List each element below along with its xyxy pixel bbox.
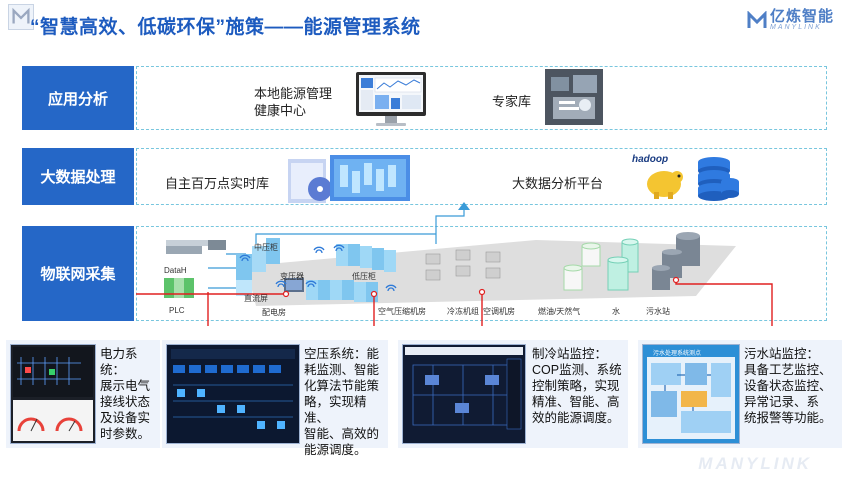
chiller-station-card: 制冷站监控： COP监测、系统 控制策略，实现 精准、智能、高 效的能源调度。 [398, 340, 628, 448]
layer-label-bigdata: 大数据处理 [22, 148, 134, 205]
distribution-room-label: 配电房 [262, 308, 286, 317]
local-energy-health-center-label: 本地能源管理 健康中心 [254, 86, 333, 118]
realtime-db-label: 自主百万点实时库 [165, 176, 270, 191]
water-label: 水 [612, 307, 620, 316]
data-server-label: DataH [164, 266, 187, 275]
hadoop-database-icon: hadoop [632, 154, 739, 201]
layer-label-iot: 物联网采集 [22, 226, 134, 321]
iot-plant-diagram [136, 202, 773, 326]
air-compressor-room-label: 空气压缩机房 [378, 307, 426, 316]
page-title: “智慧高效、低碳环保”施策——能源管理系统 [30, 17, 421, 38]
expert-library-image-icon [545, 69, 603, 125]
wireless-signal-icons [239, 244, 397, 292]
chiller-station-description: 制冷站监控： COP监测、系统 控制策略，实现 精准、智能、高 效的能源调度。 [532, 347, 622, 425]
low-voltage-cabinet [306, 244, 396, 302]
medium-voltage-cabinet [236, 238, 280, 296]
brand-name-en: MANYLINK [769, 24, 822, 31]
air-compressor-description: 空压系统：能 耗监测、智能 化算法节能策 略，实现精准、 智能、高效的 能源调度… [304, 347, 380, 457]
bigdata-platform-label: 大数据分析平台 [512, 176, 604, 191]
monitor-dashboard-icon [356, 72, 426, 126]
sewage-screenshot-title: 污水处理系统测点 [653, 351, 702, 357]
air-compressor-screenshot [166, 344, 300, 444]
power-system-card: 电力系统： 展示电气 接线状态 及设备实 时参数。 [6, 340, 160, 448]
medium-voltage-label: 中压柜 [254, 243, 278, 252]
data-server-icon [166, 244, 202, 254]
low-voltage-label: 低压柜 [352, 272, 376, 281]
watermark: MANYLINK [698, 454, 812, 473]
ac-room-label: 空调机房 [483, 307, 515, 316]
layer-label-application: 应用分析 [22, 66, 134, 130]
storage-tanks [563, 232, 700, 291]
air-compressor-card: 空压系统：能 耗监测、智能 化算法节能策 略，实现精准、 智能、高效的 能源调度… [162, 340, 388, 457]
transformer-label: 变压器 [280, 272, 304, 281]
sewage-station-card: 污水处理系统测点 污水站监控： 具备工艺监控、 设备状态监控、 异常记录、系 统… [638, 340, 842, 448]
layer-box-bigdata [136, 148, 827, 205]
chiller-unit-label: 冷冻机组 [447, 307, 479, 316]
plc-icon [164, 278, 174, 298]
sewage-station-label: 污水站 [646, 307, 670, 316]
uplink-arrow-1 [458, 202, 470, 210]
layer-box-application [136, 66, 827, 130]
uplink-line-2 [255, 233, 436, 244]
brand-logo: 亿炼智能 MANYLINK [747, 8, 834, 32]
sewage-station-description: 污水站监控： 具备工艺监控、 设备状态监控、 异常记录、系 统报警等功能。 [744, 347, 832, 425]
realtime-db-server-icon [288, 155, 410, 203]
brand-mark-icon [747, 11, 767, 28]
corner-logo [8, 4, 34, 30]
power-system-description: 电力系统： 展示电气 接线状态 及设备实 时参数。 [100, 347, 151, 441]
plc-label: PLC [169, 306, 185, 315]
uplink-line-1 [435, 206, 465, 244]
expert-library-label: 专家库 [492, 94, 532, 109]
dc-panel-label: 直流屏 [244, 294, 268, 303]
sewage-station-screenshot: 污水处理系统测点 [642, 344, 740, 444]
hadoop-logo-text: hadoop [632, 154, 668, 165]
brand-name-cn: 亿炼智能 [769, 8, 834, 25]
power-system-screenshot [10, 344, 96, 444]
fuel-gas-label: 燃油/天然气 [538, 307, 581, 316]
chiller-station-screenshot [402, 344, 526, 444]
compressor-units [425, 249, 501, 281]
